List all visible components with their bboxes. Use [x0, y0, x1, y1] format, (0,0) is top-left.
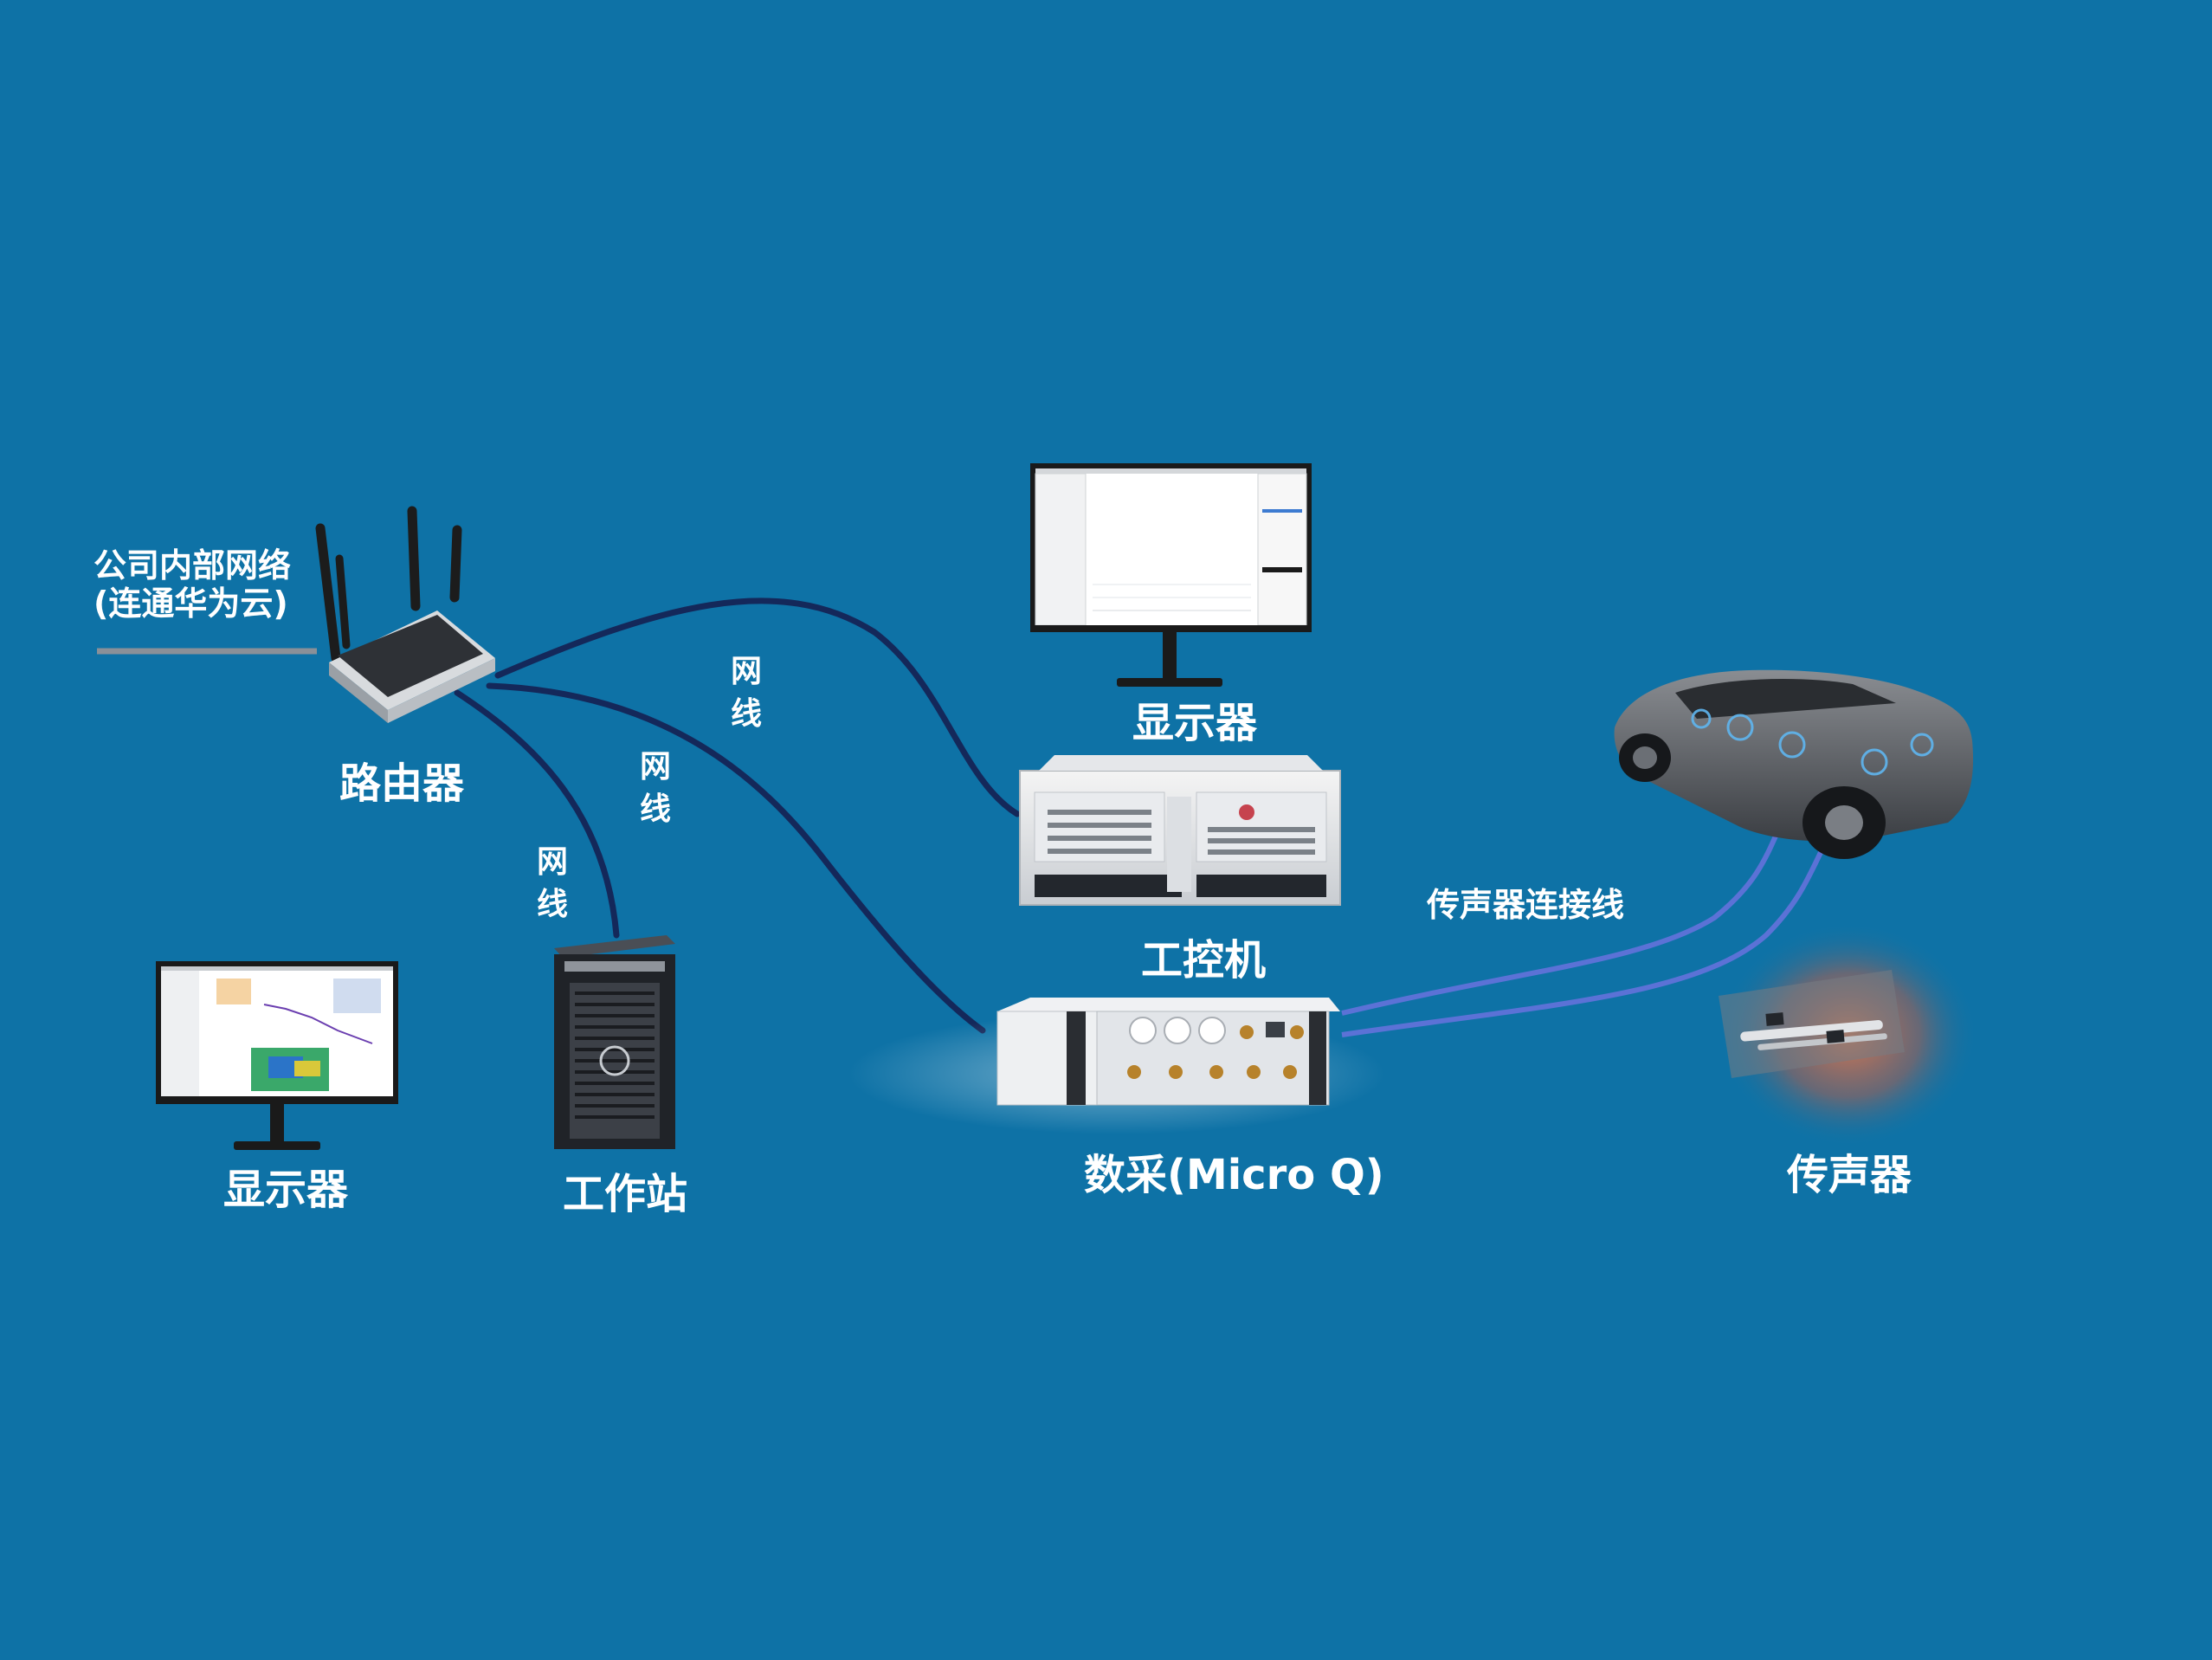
network-label-line2: (连通华为云)	[94, 584, 288, 623]
monitor-top-label: 显示器	[1132, 699, 1258, 747]
industrial-pc-icon	[1019, 755, 1341, 906]
mic-cable-1	[1341, 817, 1786, 1016]
cable-router-to-workstation	[454, 689, 620, 939]
router-label: 路由器	[339, 759, 465, 808]
cable-label-net-b: 网线	[639, 749, 671, 827]
cable-label-net-a: 网线	[730, 654, 762, 732]
network-label: 公司内部网络 (连通华为云)	[94, 546, 292, 623]
mic-cable-2	[1341, 838, 1829, 1037]
monitor-left-icon	[156, 961, 398, 1150]
cable-router-to-daq	[486, 682, 986, 1034]
mic-cables	[1341, 817, 1829, 1037]
wifi-router-icon	[315, 506, 495, 723]
network-label-line1: 公司内部网络	[94, 546, 292, 585]
tower-pc-icon	[554, 935, 675, 1149]
cable-router-to-ipc	[494, 597, 1021, 817]
workstation-label: 工作站	[563, 1170, 688, 1218]
microphone-label: 传声器	[1787, 1151, 1912, 1199]
monitor-top-icon	[1030, 463, 1312, 687]
daq-device-icon	[848, 998, 1385, 1134]
microphone-icon	[1719, 922, 1978, 1147]
cable-label-net-c: 网线	[536, 844, 568, 922]
daq-label: 数采(Micro Q)	[1084, 1151, 1384, 1199]
car-icon	[1614, 669, 1974, 859]
ethernet-cables	[454, 597, 1021, 1034]
ipc-label: 工控机	[1141, 936, 1267, 985]
mic-cable-label: 传声器连接线	[1427, 886, 1625, 924]
monitor-left-label: 显示器	[223, 1166, 349, 1214]
